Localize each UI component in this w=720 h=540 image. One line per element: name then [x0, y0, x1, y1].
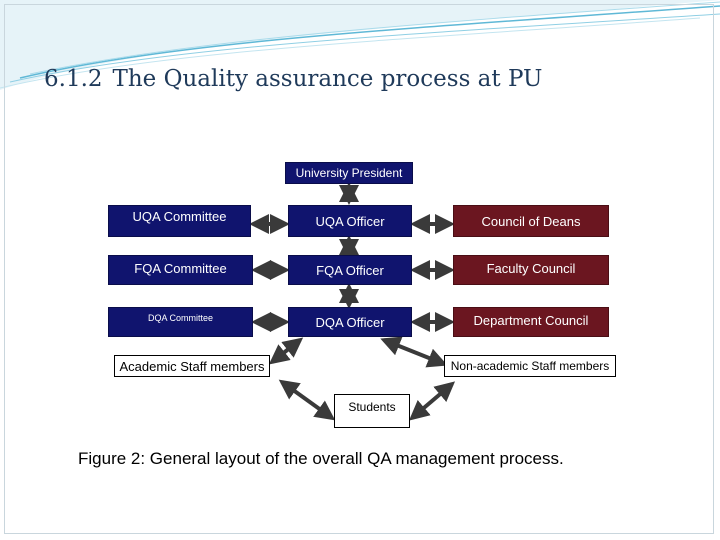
- connector-academic-students: [278, 379, 336, 421]
- node-nonacademic-staff: Non-academic Staff members: [444, 355, 616, 377]
- node-academic-staff: Academic Staff members: [114, 355, 270, 377]
- title-text: The Quality assurance process at PU: [112, 66, 543, 92]
- node-uqa-committee: UQA Committee: [108, 205, 251, 237]
- node-dqa-committee: DQA Committee: [108, 307, 253, 337]
- node-council-of-deans: Council of Deans: [453, 205, 609, 237]
- connector-dqa-officer-academic: [268, 337, 304, 365]
- node-fqa-officer: FQA Officer: [288, 255, 412, 285]
- title-number: 6.1.2: [44, 66, 103, 92]
- node-university-president: University President: [285, 162, 413, 184]
- slide-frame: [4, 4, 714, 534]
- connector-dqa-officer-nonacademic: [380, 336, 448, 368]
- header-wave-decoration: [0, 0, 720, 90]
- slide-title: 6.1.2 The Quality assurance process at PU: [44, 66, 542, 92]
- connector-nonacademic-students: [408, 381, 456, 421]
- node-fqa-committee: FQA Committee: [108, 255, 253, 285]
- node-students: Students: [334, 394, 410, 428]
- node-faculty-council: Faculty Council: [453, 255, 609, 285]
- node-dqa-officer: DQA Officer: [288, 307, 412, 337]
- figure-caption: Figure 2: General layout of the overall …: [78, 449, 564, 468]
- node-department-council: Department Council: [453, 307, 609, 337]
- node-uqa-officer: UQA Officer: [288, 205, 412, 237]
